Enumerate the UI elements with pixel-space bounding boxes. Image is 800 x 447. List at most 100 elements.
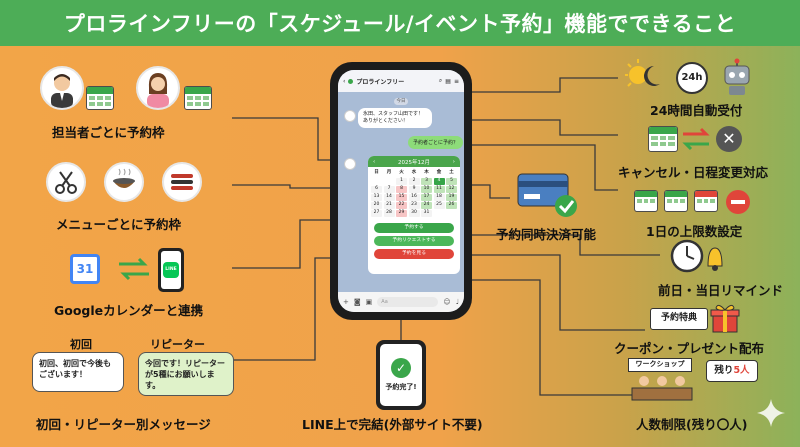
line-24h <box>464 77 618 93</box>
feature-limit-label: 1日の上限数設定 <box>646 224 743 239</box>
calendar-day[interactable]: 24 <box>421 202 432 209</box>
line-remind <box>464 234 660 256</box>
gift-box-icon <box>710 304 740 333</box>
coupon-ticket: 予約特典 <box>650 308 708 330</box>
calendar-day[interactable]: 2 <box>408 178 420 185</box>
calendar-day[interactable]: 12 <box>446 186 457 193</box>
calendar-day[interactable]: 20 <box>371 202 382 209</box>
staff-calendar-icon-2 <box>184 86 212 110</box>
calendar-day[interactable]: 30 <box>408 210 420 217</box>
calendar-day[interactable]: 6 <box>371 186 382 193</box>
calendar-day[interactable]: 27 <box>371 210 382 217</box>
feature-gcal-label: Googleカレンダーと連携 <box>54 303 204 318</box>
calendar-day[interactable]: 21 <box>383 202 395 209</box>
remaining-prefix: 残り <box>714 365 734 376</box>
calendar-day <box>384 178 395 185</box>
weekday-header: 月 <box>386 170 392 175</box>
calendar-day[interactable]: 7 <box>383 186 395 193</box>
cancel-calendar-icon <box>648 126 678 152</box>
feature-staff-label: 担当者ごとに予約枠 <box>52 125 165 140</box>
calendar-day[interactable]: 28 <box>383 210 395 217</box>
menu-icon[interactable]: ≡ <box>453 77 459 85</box>
calendar-day[interactable]: 17 <box>421 194 432 201</box>
search-icon[interactable]: ⌕ <box>438 77 443 84</box>
check-icon: ✓ <box>391 358 411 378</box>
line-msg <box>232 257 338 361</box>
calendar-day[interactable]: 8 <box>396 186 407 193</box>
calendar-day[interactable]: 3 <box>421 178 432 185</box>
line-chat-screen: ‹ プロラインフリー ⌕ ▤ ≡ 今日 氷田、スタッフ山田です！ありがとください… <box>338 70 464 312</box>
back-chevron-icon[interactable]: ‹ <box>343 77 346 85</box>
message-input[interactable]: Aa <box>377 297 439 307</box>
calendar-day[interactable]: 18 <box>433 194 445 201</box>
weekday-header: 木 <box>424 170 429 175</box>
note-icon[interactable]: ▤ <box>445 77 451 85</box>
calendar-day[interactable]: 23 <box>408 202 420 209</box>
calendar-day[interactable]: 29 <box>396 210 407 217</box>
prev-month-icon[interactable]: ‹ <box>373 158 376 165</box>
camera-icon[interactable]: ◙ <box>353 298 361 306</box>
credit-card-icon <box>517 173 577 217</box>
calendar-day[interactable]: 15 <box>396 194 407 201</box>
repeater-message-bubble: 今回です！リピーターが5種にお願いします。 <box>138 352 234 396</box>
calendar-day[interactable]: 13 <box>371 194 382 201</box>
bowl-circle <box>104 162 144 202</box>
image-icon[interactable]: ▣ <box>365 298 373 306</box>
calendar-day[interactable]: 14 <box>383 194 395 201</box>
calendar-day[interactable]: 10 <box>421 186 432 193</box>
staff-female-avatar <box>136 66 180 110</box>
page-title: プロラインフリーの「スケジュール/イベント予約」機能でできること <box>63 12 737 36</box>
calendar-day[interactable]: 26 <box>446 202 457 209</box>
calendar-day[interactable]: 5 <box>446 178 457 185</box>
remaining-seats-badge: 残り5人 <box>706 360 758 382</box>
feature-cancel-label: キャンセル・日程変更対応 <box>618 165 769 180</box>
feature-menu-label: メニューごとに予約枠 <box>56 217 182 232</box>
request-button[interactable]: 予約リクエストする <box>374 235 454 246</box>
clock-bell-icon <box>670 239 723 273</box>
calendar-month: 2025年12月 <box>398 159 430 166</box>
emoji-icon[interactable]: ☺ <box>443 298 451 306</box>
man-icon <box>51 74 73 108</box>
staff-male-avatar <box>40 66 84 110</box>
google-calendar-icon: 31 <box>70 254 100 284</box>
massage-stones-icon <box>171 174 193 190</box>
calendar-day[interactable]: 31 <box>421 210 432 217</box>
reserve-button[interactable]: 予約する <box>374 222 454 233</box>
header-banner: プロラインフリーの「スケジュール/イベント予約」機能でできること <box>0 0 800 46</box>
calendar-day <box>446 210 457 217</box>
calendar-day[interactable]: 1 <box>396 178 407 185</box>
view-reservation-button[interactable]: 予約を見る <box>374 248 454 259</box>
line-gcal <box>232 219 338 269</box>
calendar-day[interactable]: 25 <box>433 202 445 209</box>
limit-calendar-icon-2 <box>664 190 688 212</box>
workshop-people-icon <box>631 376 693 401</box>
first-time-message-bubble: 初回、初回で今後もございます！ <box>32 352 124 392</box>
weekday-header: 土 <box>449 170 454 175</box>
feature-msg-label: 初回・リピーター別メッセージ <box>36 417 211 432</box>
calendar-day <box>371 178 382 185</box>
done-phone-icon: ✓ 予約完了! <box>376 340 426 410</box>
calendar-day[interactable]: 19 <box>446 194 457 201</box>
plus-icon[interactable]: + <box>343 298 349 306</box>
incoming-message: 氷田、スタッフ山田です！ありがとください！ <box>358 108 432 128</box>
bot-chat-avatar <box>344 158 356 170</box>
staff-chat-avatar <box>344 110 356 122</box>
next-month-icon[interactable]: › <box>452 158 455 165</box>
line-menu <box>232 184 338 189</box>
calendar-header: ‹ 2025年12月 › <box>368 156 460 167</box>
calendar-day <box>434 210 445 217</box>
calendar-day[interactable]: 4 <box>433 178 445 185</box>
calendar-day[interactable]: 16 <box>408 194 420 201</box>
swap-arrows-icon <box>682 127 710 151</box>
calendar-day[interactable]: 22 <box>396 202 407 209</box>
feature-capacity-label: 人数制限(残り〇人) <box>636 417 748 432</box>
calendar-day[interactable]: 11 <box>433 186 445 193</box>
weekday-header: 火 <box>399 170 404 175</box>
feature-coupon-label: クーポン・プレゼント配布 <box>614 341 765 356</box>
line-app-icon: LINE <box>163 262 179 278</box>
outgoing-message: 予約者ごとに予約？ <box>408 136 464 149</box>
account-dot-icon <box>348 78 354 84</box>
calendar-day[interactable]: 9 <box>408 186 420 193</box>
mic-icon[interactable]: ♩ <box>455 298 459 306</box>
